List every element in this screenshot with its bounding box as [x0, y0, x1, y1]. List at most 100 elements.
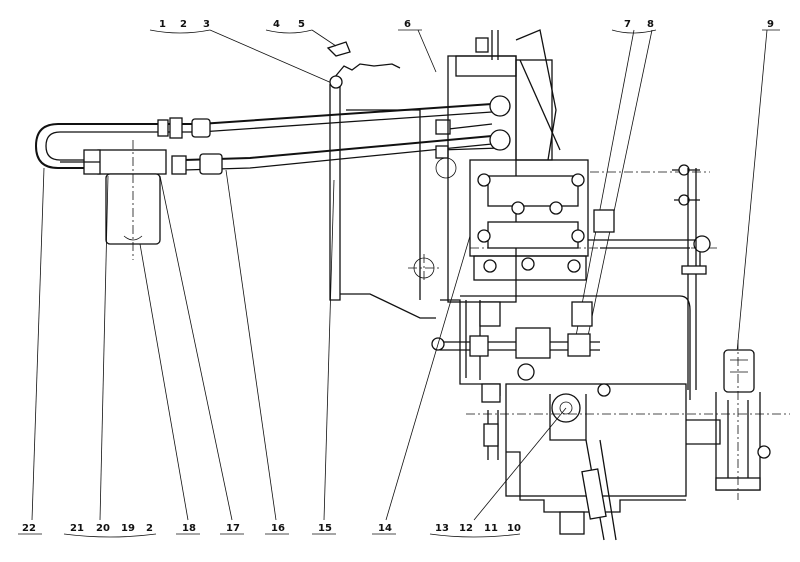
small-bolt — [597, 383, 611, 397]
callout-2: 2 — [180, 19, 187, 30]
gear-boss — [551, 393, 581, 423]
hose-assembly — [34, 95, 511, 175]
brace-13-10 — [429, 533, 521, 538]
bolt-c1 — [483, 259, 497, 273]
nut-1 — [435, 119, 451, 135]
top-rod — [491, 30, 499, 60]
vertical-rod — [687, 168, 697, 390]
brace-21-2 — [63, 533, 157, 538]
spool-body — [515, 327, 551, 359]
hose-fitting-d — [171, 155, 187, 175]
callout-18: 18 — [182, 523, 196, 534]
hose-fitting-a — [157, 119, 169, 137]
link-pivot — [693, 235, 711, 253]
lever-link — [519, 59, 561, 151]
nut-2 — [435, 145, 449, 159]
callout-17: 17 — [226, 523, 240, 534]
callout-13: 13 — [435, 523, 449, 534]
bolt-b2 — [571, 173, 585, 187]
output-flange — [686, 419, 721, 445]
valve-lower — [473, 255, 587, 281]
callout-15: 15 — [318, 523, 332, 534]
callout-11: 11 — [484, 523, 498, 534]
filter-head — [97, 149, 167, 175]
shaft-flange — [481, 383, 501, 403]
plate-top — [455, 55, 517, 77]
bolt-c2 — [521, 257, 535, 271]
cylinder-rod — [727, 400, 749, 480]
bracket-frame — [326, 41, 457, 319]
callout-19: 19 — [121, 523, 135, 534]
leader-18 — [139, 243, 189, 521]
callout-2-bottom: 2 — [146, 523, 153, 534]
leader-7 — [575, 29, 635, 337]
bracket-foot — [340, 293, 436, 319]
bolt-b3 — [477, 229, 491, 243]
support-post — [329, 84, 341, 301]
top-bracket — [333, 63, 401, 79]
leader-21-2 — [99, 175, 109, 521]
housing-bottom — [506, 451, 686, 513]
spool-nut-2 — [567, 333, 591, 357]
flange-bolt — [483, 423, 499, 447]
leader-14 — [385, 235, 471, 521]
gear-housing — [549, 394, 587, 441]
valve-upper — [515, 59, 553, 161]
coupling-upper — [489, 95, 511, 117]
callout-4: 4 — [273, 19, 280, 30]
cylinder-9 — [715, 340, 771, 500]
bottom-leaders — [31, 167, 567, 521]
rod-end-2 — [678, 194, 690, 206]
callout-22: 22 — [22, 523, 36, 534]
side-fitting — [593, 209, 615, 233]
spool-ring — [517, 363, 535, 381]
lower-cap — [559, 511, 585, 535]
callout-10: 10 — [507, 523, 521, 534]
top-callouts: 1 2 3 4 5 6 7 8 9 — [149, 19, 780, 34]
spool-nut-1 — [469, 335, 489, 357]
hose-fitting-c — [191, 118, 211, 138]
hole-b — [435, 157, 457, 179]
coupling-lower — [489, 129, 511, 151]
hose-fitting-b — [169, 117, 183, 139]
bolt-b4 — [571, 229, 585, 243]
callout-16: 16 — [271, 523, 285, 534]
filter-bottom — [123, 235, 143, 241]
hose-outer-inner — [45, 111, 493, 161]
valve-section-1 — [487, 175, 579, 207]
bolt-c3 — [567, 259, 581, 273]
callout-5: 5 — [298, 19, 305, 30]
cylinder-bolt — [757, 445, 771, 459]
callout-12: 12 — [459, 523, 473, 534]
hole-a-center — [408, 254, 440, 282]
clip-5 — [326, 41, 351, 57]
leader-17 — [159, 175, 233, 521]
rod-collar — [681, 265, 707, 275]
hose-fitting-e — [199, 153, 223, 175]
gearbox-housing — [431, 295, 790, 541]
leader-6 — [417, 29, 437, 73]
callout-21: 21 — [70, 523, 84, 534]
bolt-b5 — [511, 201, 525, 215]
frame-edge — [346, 109, 421, 300]
housing-cap-2 — [571, 301, 593, 327]
bolt-b1 — [477, 173, 491, 187]
bottom-callouts: 22 21 20 19 2 18 17 16 15 14 13 12 11 10 — [18, 523, 521, 538]
right-linkage — [588, 164, 711, 390]
callout-7: 7 — [624, 19, 631, 30]
housing-top — [460, 295, 691, 400]
housing-cap — [479, 301, 501, 327]
callout-20: 20 — [96, 523, 110, 534]
brace-4-5 — [265, 29, 313, 34]
cylinder-lines — [730, 359, 748, 373]
shaft-sleeve — [581, 468, 607, 520]
callout-9: 9 — [767, 19, 774, 30]
gear-bore — [559, 401, 573, 415]
hose-outer — [34, 103, 493, 169]
top-leaders — [209, 29, 768, 353]
leader-8 — [587, 29, 653, 337]
leader-22 — [31, 167, 45, 521]
leader-13-10 — [473, 407, 567, 521]
bolt-3 — [329, 75, 343, 89]
